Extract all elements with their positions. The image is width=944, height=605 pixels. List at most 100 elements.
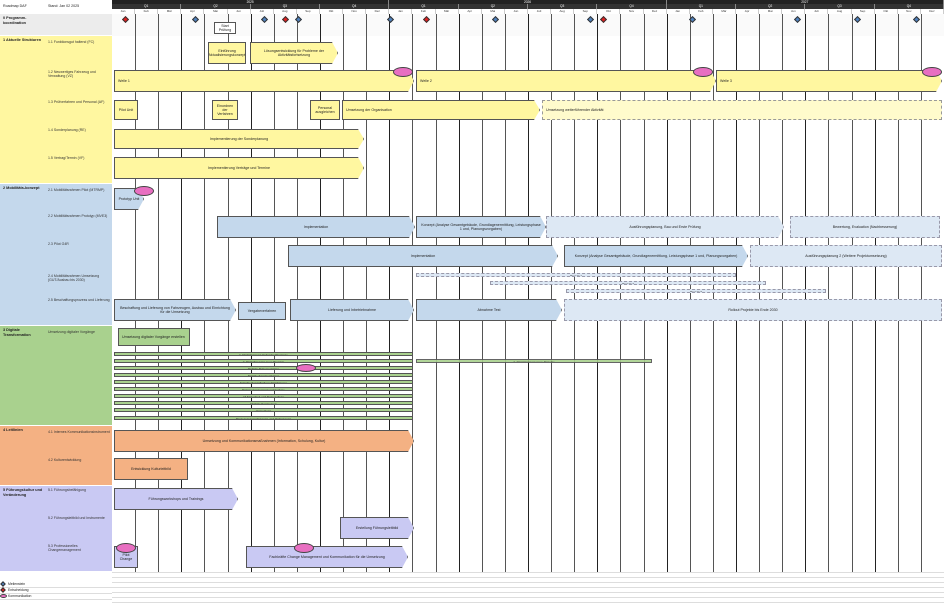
bar-welle-2[interactable]: Welle 2 bbox=[416, 70, 716, 92]
milestone-diamond-icon bbox=[0, 581, 6, 587]
month-cell: Jan bbox=[667, 9, 690, 14]
communication-ellipse-icon[interactable] bbox=[393, 67, 413, 77]
month-gridline bbox=[343, 14, 345, 572]
row-label: 1.5 Vertrag/Termin (VF) bbox=[48, 156, 85, 160]
communication-ellipse-icon[interactable] bbox=[134, 186, 154, 196]
legend-item: Kommunikation bbox=[0, 594, 112, 600]
quarter-cell: Q3 bbox=[805, 4, 875, 9]
communication-ellipse-icon[interactable] bbox=[294, 543, 314, 553]
bar-digi-9[interactable]: Vernetzung bbox=[114, 408, 413, 412]
bar-implementation-1[interactable]: Implementation bbox=[217, 216, 415, 238]
month-gridline bbox=[528, 14, 529, 572]
bar-digi-6[interactable]: Datenmanagement und Analyse bbox=[114, 387, 413, 391]
bar-digi-1[interactable]: 1. Digitalisierung laufender Prozesse bbox=[114, 352, 413, 356]
bar-fuehrungsworkshops[interactable]: Führungsworkshops und Trainings bbox=[114, 488, 238, 510]
month-cell: Dez bbox=[644, 9, 667, 14]
bar-sonderplanung[interactable]: Implementierung der Sonderplanung bbox=[114, 129, 364, 149]
bar-kommunikationsmassnahmen[interactable]: Umsetzung und Kommunikationsmaßnahmen (I… bbox=[114, 430, 414, 452]
bar-implementation-2[interactable]: Implementation bbox=[288, 245, 558, 267]
bar-ausfuehrung-1[interactable]: Ausführungsplanung, Bau und Erste Prüfun… bbox=[546, 216, 784, 238]
bar-vergabe[interactable]: Vergabeverfahren bbox=[238, 302, 286, 320]
bottom-grid bbox=[112, 572, 944, 605]
bar-umsetzung-organisation[interactable]: Umsetzung der Organisation bbox=[342, 100, 540, 120]
month-cell: Juli bbox=[251, 9, 274, 14]
bar-lieferung[interactable]: Lieferung und Inbetriebnahme bbox=[290, 299, 414, 321]
communication-ellipse-icon[interactable] bbox=[693, 67, 713, 77]
row-label: 1.2 Neuwertiges Fahrzeug und Verwaltung … bbox=[48, 70, 96, 79]
bar-projekt-3[interactable]: Projekt 3 bbox=[566, 289, 826, 293]
month-gridline bbox=[666, 14, 668, 572]
quarter-cell: Q4 bbox=[874, 4, 944, 9]
bar-welle-1[interactable]: Welle 1 bbox=[114, 70, 414, 92]
bar-vertraege-termine[interactable]: Implementierung Verträge und Termine bbox=[114, 157, 364, 179]
month-cell: Mai bbox=[204, 9, 228, 14]
bar-bewertung[interactable]: Bewertung, Evaluation (Nachbesserung) bbox=[790, 216, 940, 238]
bar-projekt-1[interactable]: Projekt 1 bbox=[416, 273, 736, 277]
month-cell: Okt bbox=[320, 9, 344, 14]
bar-digi-8[interactable]: Digitale Kompetenz bbox=[114, 401, 413, 405]
month-gridline bbox=[574, 14, 576, 572]
bar-welle-3[interactable]: Welle 3 bbox=[716, 70, 942, 92]
bar-personal-ausgleichen[interactable]: Personal ausgleichen bbox=[310, 100, 340, 120]
month-cell: Mär bbox=[158, 9, 182, 14]
bar-beschaffung[interactable]: Beschaffung und Lieferung von Fahrzeugen… bbox=[114, 299, 236, 321]
section-digitale-transformation: 3 Digitale Transformation Umsetzung digi… bbox=[0, 326, 112, 426]
bar-konzept-1[interactable]: Konzept (Analyse Gesamtgebäude, Grundlag… bbox=[416, 216, 546, 238]
bar-digi-10[interactable]: Prozessautomatisierung und Optimierung bbox=[114, 416, 413, 420]
month-cell: Apr bbox=[736, 9, 760, 14]
month-gridline bbox=[828, 14, 830, 572]
roadmap-title: Roadmap DAF bbox=[3, 4, 27, 8]
year-cell: 2025 bbox=[112, 0, 390, 4]
month-gridline bbox=[250, 14, 252, 572]
bar-start-pruefung[interactable]: Start Prüfung bbox=[214, 22, 236, 34]
header-left: Roadmap DAF Stand: Jan 02 2025 bbox=[0, 0, 112, 15]
month-gridline bbox=[366, 14, 368, 572]
bar-digitale-vorgaenge[interactable]: Umsetzung digitaler Vorgänge erstellen bbox=[118, 328, 190, 346]
communication-ellipse-icon[interactable] bbox=[296, 364, 316, 372]
bar-fuehrungsleitbild[interactable]: Erstellung Führungsleitbild bbox=[340, 517, 414, 539]
row-label: 1.1 Funktionsgut haltend (FC) bbox=[48, 40, 95, 44]
month-gridline bbox=[897, 14, 899, 572]
bar-digi-2[interactable]: 2. Digitalisierung neue Projekte bbox=[114, 359, 413, 363]
quarter-cell: Q4 bbox=[597, 4, 667, 9]
bar-digi-2b[interactable]: 2. Digitalisierung neue Projekte bbox=[416, 359, 652, 363]
row-label: 4.1 Internes Kommunikationsinstrument bbox=[48, 430, 110, 434]
month-gridline bbox=[412, 14, 414, 572]
bar-kulturleitbild[interactable]: Entwicklung Kulturleitbild bbox=[114, 458, 188, 480]
legend-item: Meilenstein bbox=[0, 581, 112, 588]
month-gridline bbox=[204, 14, 206, 572]
quarter-cell: Q3 bbox=[528, 4, 598, 9]
bar-loesungsentwicklung[interactable]: Lösungsentwicklung für Probleme der Akti… bbox=[250, 42, 338, 64]
month-gridline bbox=[135, 14, 137, 572]
bar-digi-5[interactable]: Entscheidungsfindung digitalisieren bbox=[114, 380, 413, 384]
bar-digi-4[interactable]: Digitale Kommunikation bbox=[114, 373, 413, 377]
bar-konzept-2[interactable]: Konzept (Analyse Gesamtgebäude, Grundlag… bbox=[564, 245, 748, 267]
month-cell: Aug bbox=[828, 9, 852, 14]
quarter-cell: Q2 bbox=[458, 4, 528, 9]
bar-einordnen-verfahren[interactable]: Einordnen der Verfahren bbox=[212, 100, 238, 120]
bar-change-management[interactable]: Fachkräfte Change Management und Kommuni… bbox=[246, 546, 408, 568]
legend-label: Entscheidung bbox=[8, 588, 29, 592]
bar-digi-3[interactable]: Digitale Dokumentation bbox=[114, 366, 413, 370]
bar-pilot-unit[interactable]: Pilot Unit bbox=[114, 100, 138, 120]
section-title: 5 Führungskultur und Veränderung bbox=[3, 488, 43, 497]
bar-umsetzung-weiterfuehrend[interactable]: Umsetzung weiterführender Aktivität bbox=[542, 100, 942, 120]
bar-ausfuehrung-2[interactable]: Ausführungsplanung 2 (Weitere Projektums… bbox=[750, 245, 942, 267]
month-gridline bbox=[805, 14, 807, 572]
month-cell: Apr bbox=[459, 9, 482, 14]
bar-aktualisierungskonzept[interactable]: Einführung Aktualisierungskonzept bbox=[208, 42, 246, 64]
bar-projekt-2[interactable]: Projekt 2 bbox=[490, 281, 766, 285]
communication-ellipse-icon[interactable] bbox=[922, 67, 942, 77]
row-label: 4.2 Kulturentwicklung bbox=[48, 458, 82, 462]
bar-abnahme[interactable]: Abnahme Test bbox=[416, 299, 562, 321]
month-gridline bbox=[712, 14, 714, 572]
month-gridline bbox=[389, 14, 391, 572]
section-fuehrungskultur: 5 Führungskultur und Veränderung 5.1 Füh… bbox=[0, 486, 112, 572]
communication-ellipse-icon[interactable] bbox=[116, 543, 136, 553]
bar-digi-7[interactable]: IT-Sicherheit und Datenschutz bbox=[114, 394, 413, 398]
bar-rollout[interactable]: Rollout Projekte bis Ende 2030 bbox=[564, 299, 942, 321]
month-gridline bbox=[504, 14, 506, 572]
month-cell: Juli bbox=[528, 9, 552, 14]
quarter-cell: Q3 bbox=[250, 4, 320, 9]
